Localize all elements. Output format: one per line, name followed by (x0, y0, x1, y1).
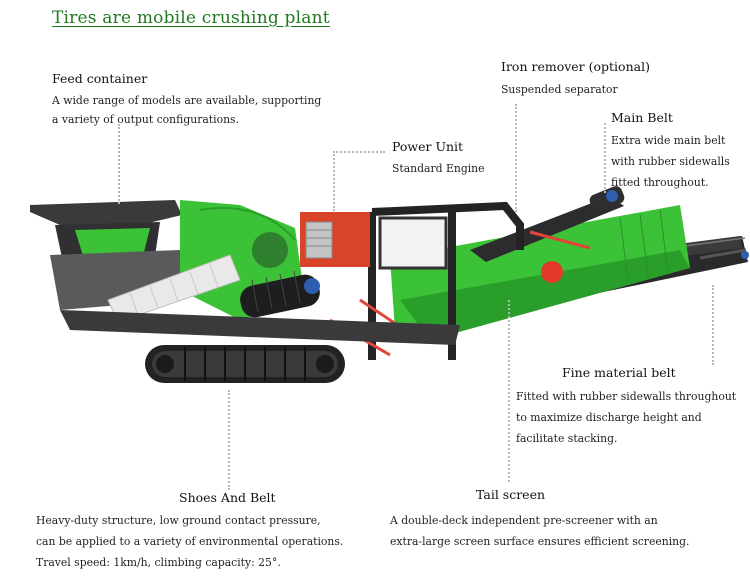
fine-material-belt-heading: Fine material belt (562, 365, 676, 380)
red-drive-wheel (541, 261, 563, 283)
feed-line-1: A wide range of models are available, su… (52, 94, 322, 107)
magnet-drum (240, 274, 320, 318)
main-belt-heading: Main Belt (611, 110, 673, 125)
main-belt-line-1: Extra wide main belt (611, 134, 726, 147)
iron-remover-heading: Iron remover (optional) (501, 59, 650, 74)
shoes-line-2: can be applied to a variety of environme… (36, 535, 344, 548)
fine-belt-line-2: to maximize discharge height and (516, 411, 702, 424)
tail-line-1: A double-deck independent pre-screener w… (390, 514, 658, 527)
power-unit-description: Standard Engine (392, 162, 485, 175)
shoes-leader-line (228, 390, 230, 490)
tail-line-2: extra-large screen surface ensures effic… (390, 535, 690, 548)
main-belt-leader-line (604, 123, 606, 193)
feed-container-heading: Feed container (52, 71, 148, 86)
page-title: Tires are mobile crushing plant (52, 8, 330, 28)
main-belt-description: Extra wide main belt with rubber sidewal… (611, 130, 730, 193)
power-leader-line-h (333, 151, 385, 153)
shoes-line-3: Travel speed: 1km/h, climbing capacity: … (36, 556, 281, 569)
fine-belt-leader-line (712, 285, 714, 365)
feed-line-2: a variety of output configurations. (52, 113, 240, 126)
main-belt-line-3: fitted throughout. (611, 176, 709, 189)
chassis-beam (60, 310, 460, 345)
feed-container (30, 200, 182, 225)
fine-belt-line-3: facilitate stacking. (516, 432, 618, 445)
power-leader-line-v (333, 151, 335, 211)
shoes-and-belt-description: Heavy-duty structure, low ground contact… (36, 510, 343, 573)
feed-leader-line (118, 124, 120, 204)
shoes-and-belt-heading: Shoes And Belt (179, 490, 276, 505)
tail-screen-description: A double-deck independent pre-screener w… (390, 510, 689, 552)
fine-material-belt-description: Fitted with rubber sidewalls throughout … (516, 386, 736, 449)
iron-remover-description: Suspended separator (501, 83, 618, 96)
power-unit-heading: Power Unit (392, 139, 464, 154)
shoes-line-1: Heavy-duty structure, low ground contact… (36, 514, 321, 527)
tail-screen-heading: Tail screen (476, 487, 546, 502)
feed-container-description: A wide range of models are available, su… (52, 91, 321, 129)
main-belt (470, 196, 624, 262)
crawler-track (145, 345, 345, 383)
main-belt-line-2: with rubber sidewalls (611, 155, 730, 168)
tail-leader-line (508, 300, 510, 482)
iron-leader-line (515, 104, 517, 212)
fine-belt-line-1: Fitted with rubber sidewalls throughout (516, 390, 737, 403)
